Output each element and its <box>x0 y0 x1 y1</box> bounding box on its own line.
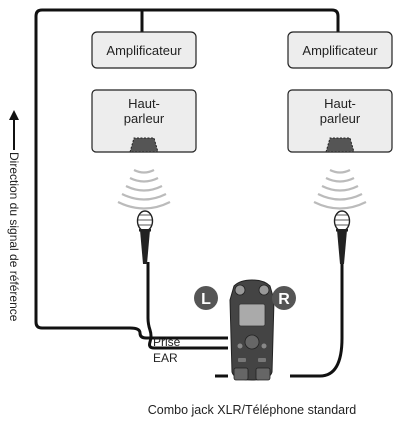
signal-direction-arrowhead <box>9 110 19 120</box>
recorder-xlr-port-left <box>233 367 249 381</box>
combo-jack-label: Combo jack XLR/Téléphone standard <box>148 403 357 417</box>
recorder-body <box>229 279 275 381</box>
left-amp-box <box>91 31 197 69</box>
left-speaker-label-line2: parleur <box>124 111 165 126</box>
left-speaker: Haut- parleur <box>91 89 197 153</box>
right-speaker-label-line2: parleur <box>320 111 361 126</box>
recorder-screen <box>238 303 266 327</box>
right-microphone <box>333 210 351 264</box>
right-amp-box <box>287 31 393 69</box>
channel-right-badge: R <box>272 286 296 310</box>
right-speaker-label-line1: Haut- <box>324 96 356 111</box>
channel-left-badge: L <box>194 286 218 310</box>
ear-jack-label-line2: EAR <box>153 351 178 365</box>
recorder-left-mic-capsule <box>234 284 246 296</box>
signal-direction: Direction du signal de référence <box>7 110 21 322</box>
recorder-xlr-port-right <box>255 367 271 381</box>
cables <box>34 8 344 378</box>
right-mic-cable <box>290 262 344 378</box>
right-amplifier: Amplificateur <box>287 31 393 69</box>
left-sound-waves <box>117 169 171 210</box>
left-speaker-grille <box>129 137 159 153</box>
right-speaker-grille <box>325 137 355 153</box>
recorder-device <box>229 279 275 381</box>
right-amp-label: Amplificateur <box>302 43 378 58</box>
right-speaker: Haut- parleur <box>287 89 393 153</box>
channel-left-badge-label: L <box>201 291 211 308</box>
left-mic-cable <box>146 262 228 350</box>
recorder-right-mic-capsule <box>258 284 270 296</box>
recorder-dial <box>244 334 260 350</box>
left-microphone <box>136 210 154 264</box>
left-amp-label: Amplificateur <box>106 43 182 58</box>
left-amplifier: Amplificateur <box>91 31 197 69</box>
channel-right-badge-label: R <box>278 291 290 308</box>
ear-jack-label-line1: Prise <box>153 335 181 349</box>
signal-direction-label: Direction du signal de référence <box>7 152 21 322</box>
left-speaker-label-line1: Haut- <box>128 96 160 111</box>
right-sound-waves <box>313 169 367 210</box>
top-loop-cable <box>34 8 340 340</box>
